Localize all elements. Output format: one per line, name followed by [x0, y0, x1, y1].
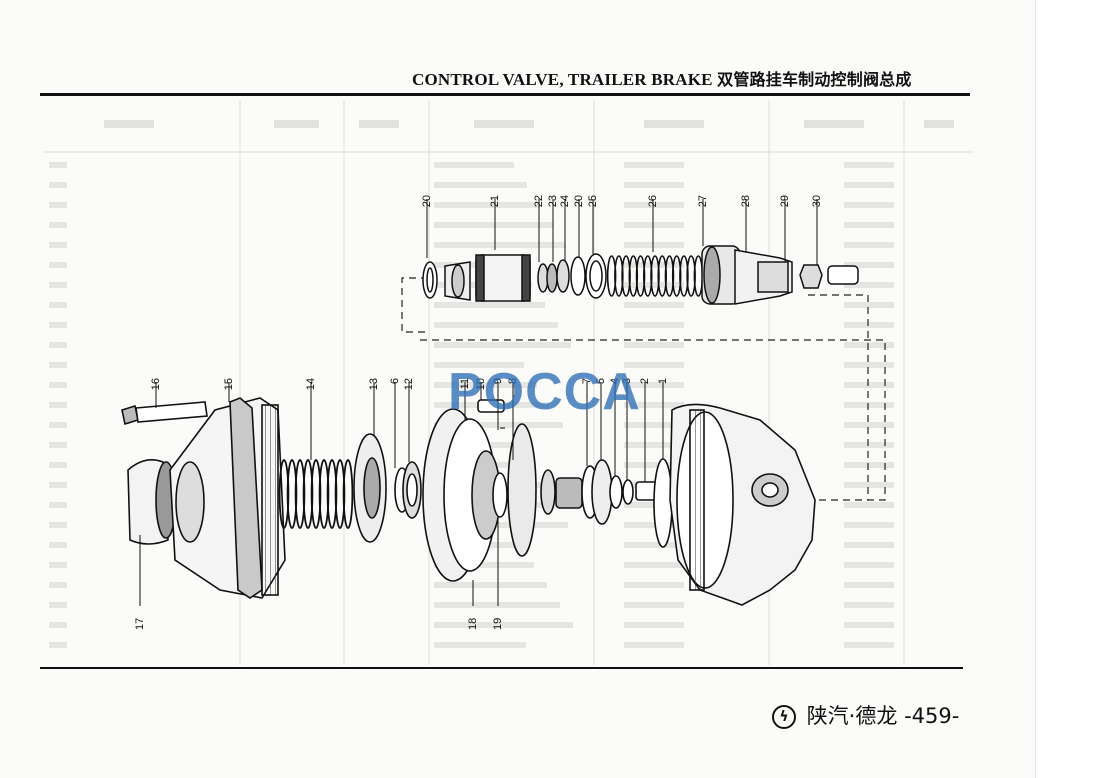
callout-leaders: [139, 199, 818, 606]
part-23-ring: [546, 263, 558, 293]
callout-15: 15: [223, 378, 235, 390]
callout-19: 19: [492, 618, 504, 630]
valve-assembly-group: [422, 245, 859, 305]
page-title: CONTROL VALVE, TRAILER BRAKE 双管路挂车制动控制阀总…: [412, 66, 912, 90]
callout-17: 17: [134, 618, 146, 630]
page-number: -459-: [904, 704, 960, 728]
page-footer: ϟ 陕汽·德龙 -459-: [772, 700, 959, 730]
callout-26: 26: [647, 195, 659, 207]
part-24-ring: [556, 259, 570, 293]
callout-1: 1: [657, 378, 669, 384]
callout-8: 8: [507, 378, 519, 384]
part-29-nut: [799, 264, 823, 289]
part-14-spring: [278, 459, 354, 529]
callout-4: 4: [609, 378, 621, 384]
callout-3: 3: [621, 378, 633, 384]
callout-16: 16: [150, 378, 162, 390]
callout-27: 27: [697, 195, 709, 207]
catalog-page: [0, 0, 1035, 778]
footer-rule: [40, 667, 963, 669]
callout-30: 30: [811, 195, 823, 207]
footer-brand: 陕汽·德龙: [806, 704, 898, 728]
callout-2: 2: [639, 378, 651, 384]
callout-10: 10: [475, 378, 487, 390]
callout-9: 9: [492, 378, 504, 384]
part-7-ring: [591, 459, 613, 525]
callout-24: 24: [559, 195, 571, 207]
callout-14: 14: [305, 378, 317, 390]
part-16-bolt: [121, 401, 208, 426]
callout-13: 13: [368, 378, 380, 390]
callout-22: 22: [533, 195, 545, 207]
part-4-washer: [622, 479, 634, 505]
part-13-disc: [353, 433, 387, 543]
watermark-logo: POCCA: [448, 363, 641, 421]
header-rule: [40, 93, 970, 96]
part-26-spring: [606, 255, 704, 297]
callout-6: 6: [389, 378, 401, 384]
exploded-parts-drawing: 2021222324202526272829301615141361211109…: [121, 195, 886, 630]
callout-23: 23: [547, 195, 559, 207]
page-margin: [1035, 0, 1100, 778]
callout-11: 11: [459, 378, 471, 389]
part-5-washer: [609, 475, 623, 509]
callout-29: 29: [779, 195, 791, 207]
part-30-pin: [827, 265, 859, 285]
title-chinese: 双管路挂车制动控制阀总成: [717, 70, 912, 89]
part-1-lower-body: [669, 403, 816, 606]
part-17-cap: [127, 459, 177, 545]
assembly-guide-lines: [401, 277, 886, 501]
callout-7: 7: [581, 378, 593, 384]
part-9-sleeve: [555, 477, 583, 509]
callout-18: 18: [467, 618, 479, 630]
callout-21: 21: [489, 195, 501, 207]
part-20-o-ring-b: [570, 256, 586, 296]
part-15-upper-housing: [169, 397, 286, 599]
part-2-o-ring: [653, 458, 673, 548]
callout-28: 28: [740, 195, 752, 207]
part-10-ring: [540, 469, 556, 515]
callout-25: 25: [587, 195, 599, 207]
lightning-logo-icon: ϟ: [772, 705, 796, 729]
callout-20: 20: [421, 195, 433, 207]
callout-20: 20: [573, 195, 585, 207]
part-18-diaphragm: [422, 408, 501, 582]
main-body-group: [121, 397, 816, 606]
callout-12: 12: [403, 378, 415, 390]
callout-5: 5: [595, 378, 607, 384]
title-english: CONTROL VALVE, TRAILER BRAKE: [412, 70, 713, 89]
part-19-o-ring: [492, 472, 508, 518]
